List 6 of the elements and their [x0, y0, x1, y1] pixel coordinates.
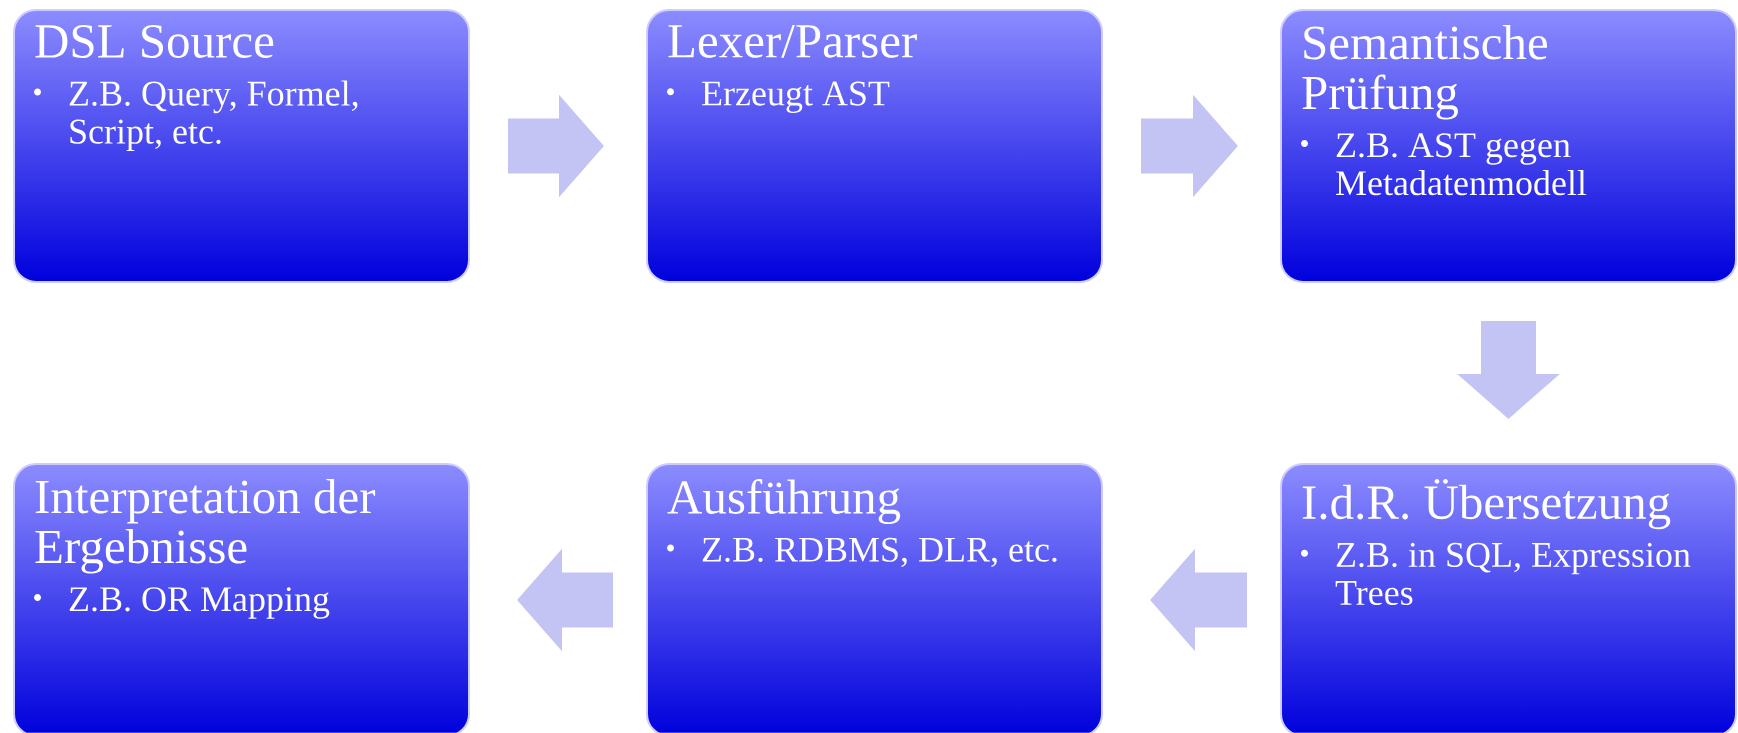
process-box: Interpretation der Ergebnisse Z.B. OR Mapping — [13, 463, 470, 733]
process-box: I.d.R. Übersetzung Z.B. in SQL, Expression Trees — [1280, 463, 1737, 733]
process-box: DSL Source Z.B. Query, Formel, Script, etc. — [13, 9, 470, 283]
process-box: Ausführung Z.B. RDBMS, DLR, etc. — [646, 463, 1103, 733]
process-box: Semantische Prüfung Z.B. AST gegen Metadatenmodell — [1280, 9, 1737, 283]
process-box: Lexer/Parser Erzeugt AST — [646, 9, 1103, 283]
